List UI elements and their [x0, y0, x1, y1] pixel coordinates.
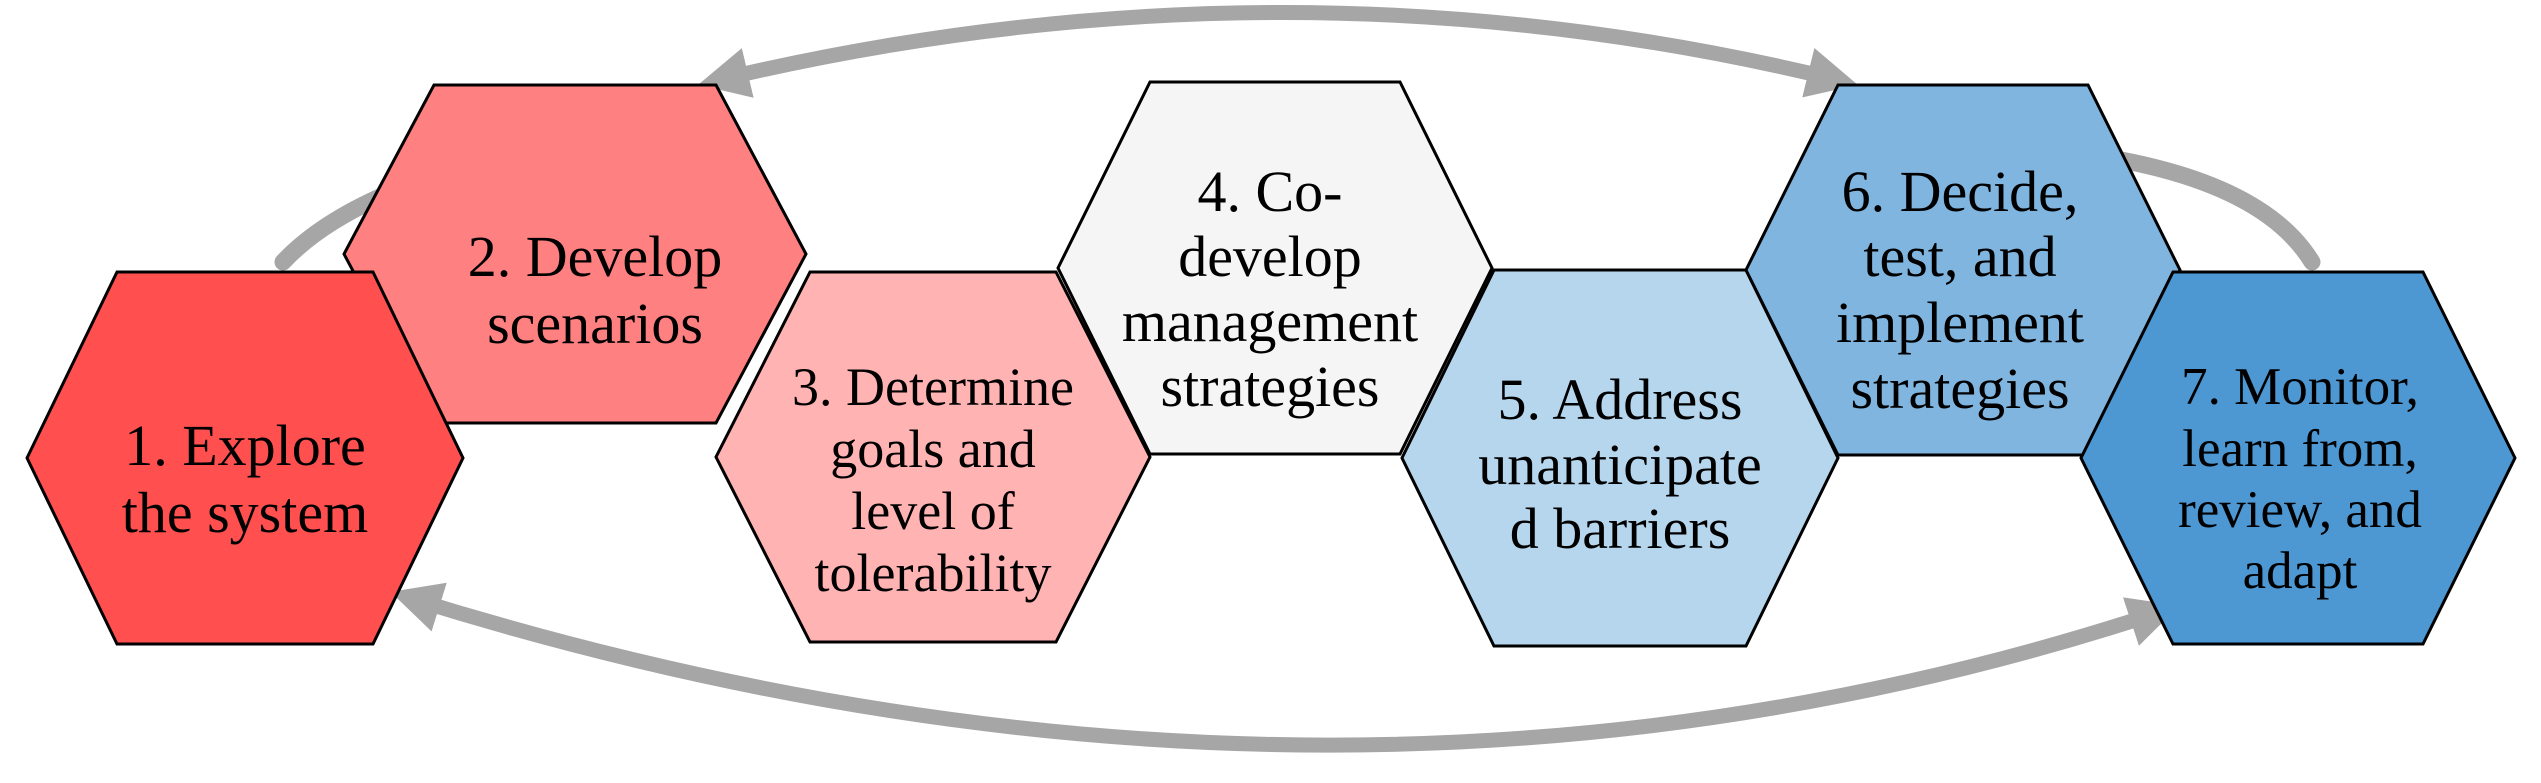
hexagon-step-4: [1056, 80, 1494, 456]
bottom-cycle-arrow: [390, 582, 2180, 753]
hexagon-step-1: [25, 270, 465, 646]
hexagon-step-3: [714, 270, 1152, 644]
hexagon-step-7: [2079, 270, 2517, 646]
top-cycle-arrow: [698, 5, 1858, 98]
right-connector-arc: [2101, 149, 2321, 271]
hexagon-step-2: [342, 83, 808, 425]
